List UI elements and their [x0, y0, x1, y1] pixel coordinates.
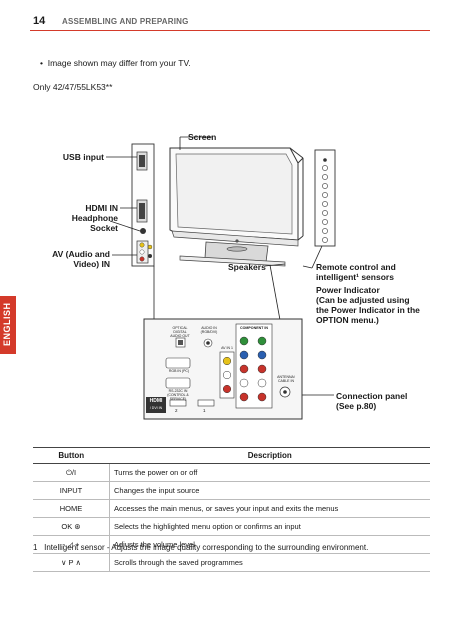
table-cell-description: Selects the highlighted menu option or c… — [109, 517, 430, 536]
side-jack-panel — [131, 143, 155, 267]
panel-label-hdmi-dvi: / DVI IN — [149, 406, 163, 410]
table-cell-button: INPUT — [33, 481, 110, 500]
table-cell-description: Scrolls through the saved programmes — [109, 553, 430, 572]
table-header-row: Button Description — [33, 447, 430, 464]
table-cell-button: OK ⊛ — [33, 517, 110, 536]
table-row: OK ⊛ Selects the highlighted menu option… — [33, 517, 430, 536]
panel-label-av-in1: AV IN 1 — [221, 346, 233, 350]
section-title: ASSEMBLING AND PREPARING — [62, 17, 189, 26]
panel-label-rgb-in: RGB IN (PC) — [168, 369, 190, 373]
table-cell-description: Changes the input source — [109, 481, 430, 500]
table-cell-button: - ◿ + — [33, 535, 110, 554]
table-cell-description: Adjusts the volume level — [109, 535, 430, 554]
label-usb-input: USB input — [62, 152, 104, 162]
table-cell-description: Turns the power on or off — [109, 463, 430, 482]
label-screen: Screen — [188, 132, 217, 142]
control-strip — [314, 149, 336, 247]
panel-label-component: COMPONENT IN — [240, 326, 268, 330]
panel-label-antenna: ANTENNA/ CABLE IN — [277, 375, 295, 383]
bullet-icon: • — [40, 58, 48, 68]
leader-lines — [106, 136, 334, 396]
table-row: - ◿ + Adjusts the volume level — [33, 535, 430, 554]
panel-label-audio-in: AUDIO IN (RGB/DVI) — [200, 326, 218, 334]
footnote-number: 1 — [33, 543, 38, 552]
button-table: Button Description ⏻/I Turns the power o… — [33, 447, 430, 572]
table-header-description: Description — [109, 447, 430, 464]
footnote: 1 Intelligent sensor - Adjusts the image… — [33, 543, 368, 552]
label-power-indicator: Power Indicator (Can be adjusted using t… — [316, 285, 420, 325]
table-cell-button: HOME — [33, 499, 110, 518]
label-headphone: Headphone Socket — [71, 213, 118, 233]
table-cell-button: ∨ P ∧ — [33, 553, 110, 572]
page-number: 14 — [33, 15, 46, 27]
model-note: Only 42/47/55LK53** — [33, 82, 113, 92]
image-disclaimer: • Image shown may differ from your TV. — [40, 58, 191, 68]
label-remote-sensor: Remote control and intelligent¹ sensors — [316, 262, 396, 282]
footnote-text: Intelligent sensor - Adjusts the image q… — [44, 543, 369, 552]
table-header-button: Button — [33, 447, 110, 464]
label-connection-panel: Connection panel (See p.80) — [336, 391, 408, 411]
header-rule — [30, 30, 430, 31]
label-av-in: AV (Audio and Video) IN — [52, 249, 110, 269]
panel-label-hdmi-port-1: 1 — [203, 408, 206, 413]
table-cell-description: Accesses the main menus, or saves your i… — [109, 499, 430, 518]
panel-label-optical: OPTICAL DIGITAL AUDIO OUT — [170, 326, 190, 338]
table-row: ∨ P ∧ Scrolls through the saved programm… — [33, 553, 430, 572]
table-row: HOME Accesses the main menus, or saves y… — [33, 499, 430, 518]
table-row: INPUT Changes the input source — [33, 481, 430, 500]
panel-label-hdmi-port-2: 2 — [175, 408, 178, 413]
language-tab: ENGLISH — [0, 296, 16, 354]
label-speakers: Speakers — [228, 262, 266, 272]
connection-panel — [143, 318, 303, 420]
panel-label-rs232: RS-232C IN (CONTROL & SERVICE) — [167, 389, 189, 401]
table-row: ⏻/I Turns the power on or off — [33, 463, 430, 482]
tv-illustration — [169, 147, 304, 267]
table-cell-button: ⏻/I — [33, 463, 110, 482]
panel-label-hdmi: HDMI — [149, 398, 163, 404]
label-hdmi-in: HDMI IN — [85, 203, 118, 213]
